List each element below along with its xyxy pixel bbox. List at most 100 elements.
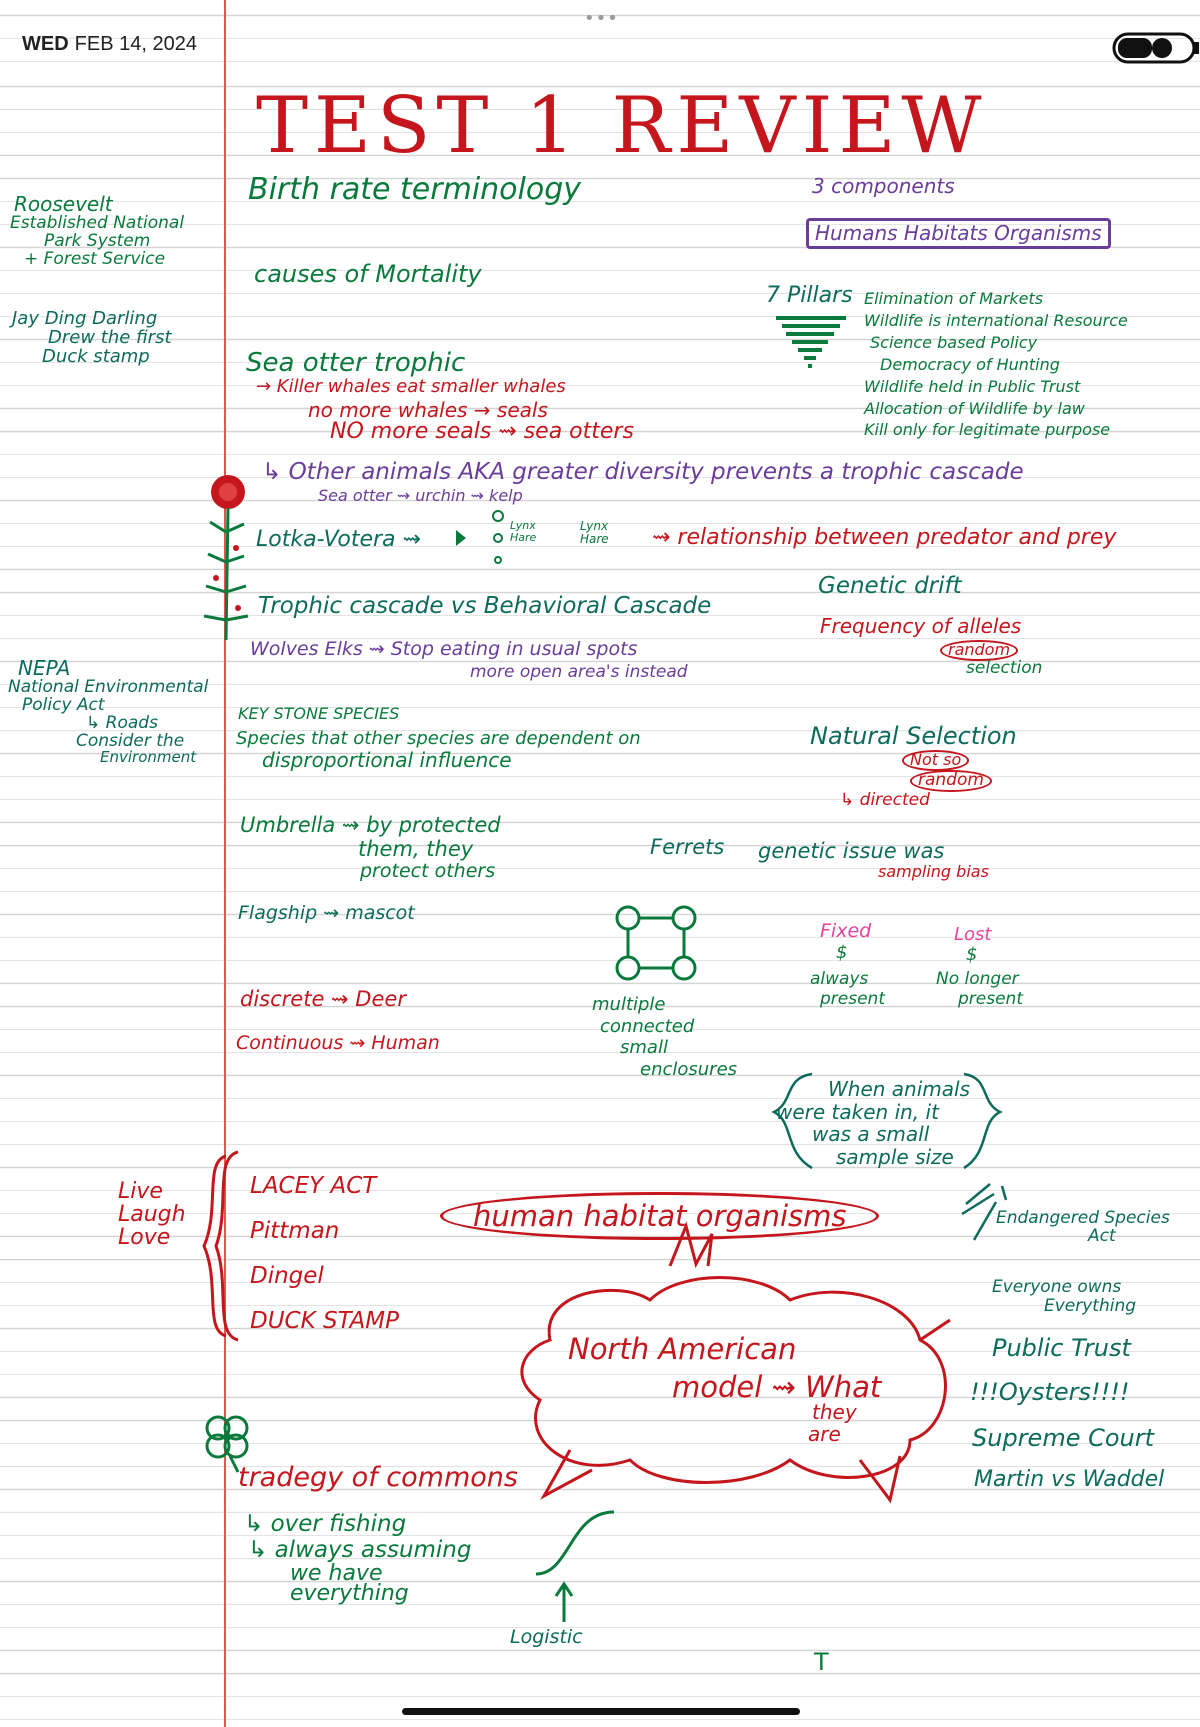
enclosures-line: connected bbox=[600, 1015, 695, 1037]
sea-otter-line-2: no more whales → seals bbox=[308, 398, 548, 422]
random-oval: random bbox=[940, 640, 1019, 661]
acts-list: LACEY ACT Pittman Dingel DUCK STAMP bbox=[250, 1164, 399, 1343]
sampling-bias-note: sampling bias bbox=[878, 862, 989, 881]
seven-pillars-label: 7 Pillars bbox=[766, 283, 853, 308]
birth-rate-heading: Birth rate terminology bbox=[248, 172, 582, 207]
public-trust-label: Public Trust bbox=[992, 1334, 1131, 1362]
flagship-note: Flagship ⇝ mascot bbox=[238, 902, 415, 924]
enclosures-doodle bbox=[615, 905, 697, 981]
north-american-line-4: are bbox=[808, 1422, 841, 1446]
ferrets-label: Ferrets bbox=[650, 835, 725, 859]
esa-line: Act bbox=[1088, 1225, 1116, 1246]
more-options-icon[interactable]: ••• bbox=[584, 8, 619, 29]
roosevelt-note: Roosevelt Established National Park Syst… bbox=[10, 192, 184, 269]
other-animals-note: ↳ Other animals AKA greater diversity pr… bbox=[262, 459, 1024, 485]
tragedy-heading: tradegy of commons bbox=[238, 1462, 518, 1493]
everyone-owns-note: Everyone owns Everything bbox=[992, 1278, 1136, 1315]
mortality-heading: causes of Mortality bbox=[254, 260, 482, 288]
nepa-line: Consider the bbox=[76, 730, 185, 751]
lotka-arrow-doodle bbox=[456, 510, 504, 564]
day-label: WED bbox=[22, 33, 69, 55]
logistic-curve bbox=[535, 1510, 615, 1622]
sea-otter-line-1: → Killer whales eat smaller whales bbox=[256, 376, 566, 397]
lynx-hare-left: Lynx Hare bbox=[510, 519, 537, 545]
wolves-note: Wolves Elks ⇝ Stop eating in usual spots bbox=[250, 638, 638, 660]
esa-line: Endangered Species bbox=[996, 1208, 1170, 1228]
north-american-line-3: they bbox=[812, 1400, 857, 1424]
darling-note: Jay Ding Darling Drew the first Duck sta… bbox=[12, 308, 172, 367]
fixed-label: Fixed bbox=[820, 920, 872, 942]
pillar-item: Elimination of Markets bbox=[864, 289, 1044, 308]
burst-doodle bbox=[961, 1183, 1008, 1241]
continuous-note: Continuous ⇝ Human bbox=[236, 1032, 440, 1054]
north-american-line-1: North American bbox=[568, 1332, 797, 1366]
lost-label: Lost bbox=[954, 924, 992, 945]
live-laugh-love: Live Laugh Love bbox=[118, 1180, 186, 1249]
predator-prey-relationship: ⇝ relationship between predator and prey bbox=[652, 525, 1117, 550]
umbrella-line-3: protect others bbox=[360, 860, 496, 882]
selection-label: selection bbox=[966, 658, 1043, 678]
supreme-court-label: Supreme Court bbox=[972, 1424, 1155, 1452]
nepa-note: NEPA National Environmental Policy Act ↳… bbox=[8, 658, 208, 766]
act-item: Dingel bbox=[250, 1262, 324, 1289]
genetic-issue-note: genetic issue was bbox=[758, 839, 945, 863]
keystone-heading: KEY STONE SPECIES bbox=[238, 704, 400, 723]
lynx-hare-right: Lynx Hare bbox=[580, 519, 609, 547]
act-item: Pittman bbox=[250, 1217, 340, 1244]
page-title: TEST 1 REVIEW bbox=[256, 81, 988, 171]
roosevelt-line: Established National bbox=[10, 213, 185, 233]
human-habitat-organisms: human habitat organisms bbox=[440, 1192, 880, 1241]
pillar-item: Science based Policy bbox=[870, 332, 1038, 352]
keystone-influence: disproportional influence bbox=[262, 748, 512, 772]
roosevelt-line: Park System bbox=[44, 230, 151, 251]
always-line: always bbox=[810, 969, 869, 989]
act-item: LACEY ACT bbox=[250, 1173, 377, 1199]
tragedy-line-1: ↳ over fishing bbox=[244, 1511, 407, 1537]
always-present-note: always present bbox=[810, 969, 885, 1009]
logistic-label: Logistic bbox=[510, 1626, 583, 1648]
roosevelt-line: Roosevelt bbox=[14, 192, 113, 216]
clover-doodle bbox=[205, 1415, 249, 1473]
sea-otter-line-3: NO more seals ⇝ sea otters bbox=[330, 419, 634, 444]
pillar-item: Allocation of Wildlife by law bbox=[864, 398, 1085, 418]
trophic-vs-behavioral: Trophic cascade vs Behavioral Cascade bbox=[258, 593, 712, 619]
nepa-line: Policy Act bbox=[22, 694, 105, 715]
enclosures-line: multiple bbox=[592, 994, 666, 1015]
roosevelt-line: + Forest Service bbox=[24, 248, 166, 269]
keystone-definition: Species that other species are dependent… bbox=[236, 728, 641, 749]
umbrella-line-1: Umbrella ⇝ by protected bbox=[240, 813, 501, 837]
endangered-species-act: Endangered Species Act bbox=[996, 1208, 1170, 1246]
tragedy-line-2: ↳ always assuming bbox=[248, 1537, 472, 1563]
genetic-drift-heading: Genetic drift bbox=[818, 573, 962, 599]
umbrella-line-2: them, they bbox=[358, 837, 474, 861]
acts-brace bbox=[202, 1150, 239, 1342]
speech-cloud bbox=[520, 1221, 951, 1504]
darling-line: Jay Ding Darling bbox=[12, 308, 158, 329]
home-indicator[interactable] bbox=[402, 1708, 800, 1715]
nepa-line: National Environmental bbox=[8, 677, 209, 697]
nepa-line: Environment bbox=[100, 748, 197, 767]
lotka-volterra-label: Lotka-Votera ⇝ bbox=[256, 527, 421, 552]
components-box: Humans Habitats Organisms bbox=[806, 218, 1111, 249]
fixed-arrow-icon: $ bbox=[836, 942, 848, 963]
no-longer-present-note: No longer present bbox=[936, 969, 1023, 1009]
sample-size-brace bbox=[771, 1072, 1003, 1170]
enclosures-line: enclosures bbox=[640, 1058, 738, 1080]
tornado-doodle bbox=[776, 316, 846, 368]
oysters-label: !!!Oysters!!!! bbox=[970, 1378, 1130, 1406]
sample-line: were taken in, it bbox=[776, 1099, 939, 1124]
nepa-line: ↳ Roads bbox=[86, 712, 158, 733]
flower-doodle bbox=[203, 475, 249, 641]
sea-otter-heading: Sea otter trophic bbox=[246, 348, 466, 378]
pillar-item: Wildlife held in Public Trust bbox=[864, 376, 1081, 396]
enclosures-line: small bbox=[620, 1037, 668, 1059]
random-oval-2: random bbox=[910, 770, 992, 792]
sample-line: When animals bbox=[828, 1077, 970, 1101]
pillars-list: Elimination of Markets Wildlife is inter… bbox=[864, 288, 1128, 441]
no-longer-line: present bbox=[958, 988, 1023, 1009]
open-area-note: more open area's instead bbox=[470, 662, 688, 682]
margin-line bbox=[224, 0, 226, 1727]
always-line: present bbox=[820, 988, 885, 1009]
